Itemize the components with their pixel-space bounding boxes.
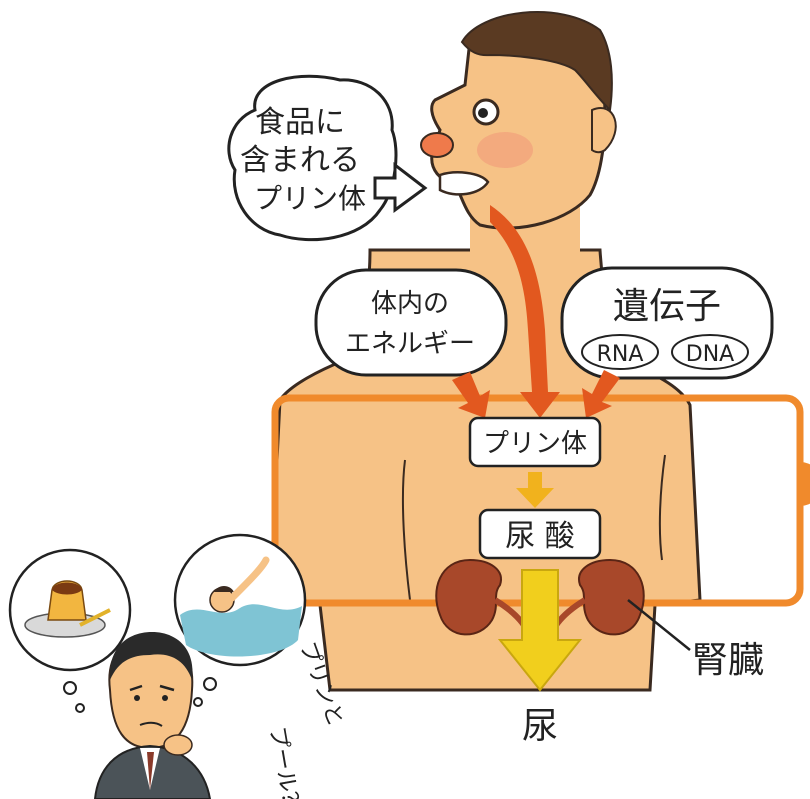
urine-arrow	[497, 569, 583, 692]
food-label-line3: プリン体	[254, 182, 366, 215]
uric-acid-label: 尿 酸	[505, 519, 575, 554]
frame-tab	[800, 462, 810, 506]
food-arrow-icon	[373, 161, 428, 213]
ear	[591, 107, 617, 154]
gene-title: 遺伝子	[613, 286, 721, 327]
cheek	[477, 132, 533, 168]
urine-label: 尿	[522, 706, 558, 747]
gene-bubble: 遺伝子 RNA DNA	[560, 266, 774, 380]
kidney-leader	[627, 599, 691, 651]
rna-label: RNA	[597, 342, 644, 367]
purine-label: プリン体	[483, 429, 587, 459]
energy-bubble: 体内の エネルギー	[314, 268, 508, 377]
gene-arrow	[582, 370, 620, 418]
right-kidney	[578, 558, 645, 636]
uric-acid-box: 尿 酸	[478, 508, 602, 560]
mouth-arrow	[490, 205, 560, 418]
conversion-arrow	[516, 472, 554, 508]
dna-label: DNA	[686, 342, 734, 367]
kidney-label: 腎臓	[692, 640, 764, 681]
nose	[420, 132, 454, 158]
water-icon	[180, 604, 302, 657]
input-arrows	[452, 205, 620, 418]
thinking-man	[8, 533, 307, 799]
mouth	[438, 171, 490, 196]
food-label-line2: 含まれる	[240, 143, 360, 178]
energy-label-line1: 体内の	[371, 289, 449, 319]
food-bubble: 食品に 含まれる プリン体	[227, 74, 428, 242]
hair	[460, 11, 613, 113]
left-kidney	[435, 558, 502, 636]
food-label-line1: 食品に	[255, 105, 345, 140]
kidneys	[435, 558, 645, 651]
pun-line-2: プール？	[264, 725, 304, 799]
energy-label-line2: エネルギー	[345, 329, 475, 359]
purine-box: プリン体	[468, 416, 602, 468]
energy-arrow	[452, 372, 490, 418]
